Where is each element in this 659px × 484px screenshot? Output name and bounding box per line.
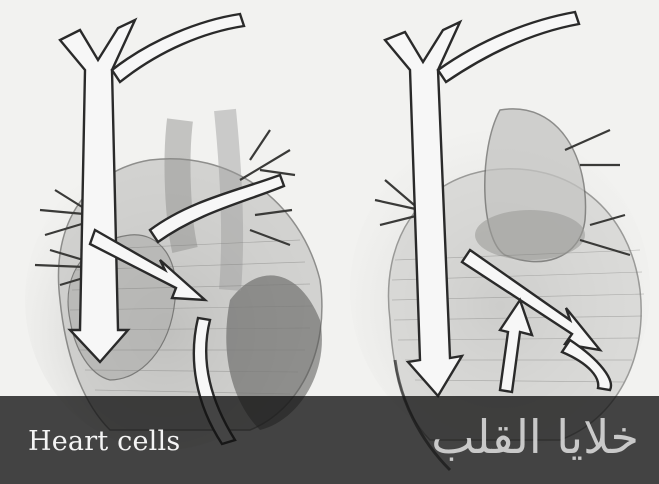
left-heart: [25, 14, 322, 450]
caption-arabic: خلايا القلب: [431, 410, 639, 464]
caption-english: Heart cells: [28, 426, 180, 457]
